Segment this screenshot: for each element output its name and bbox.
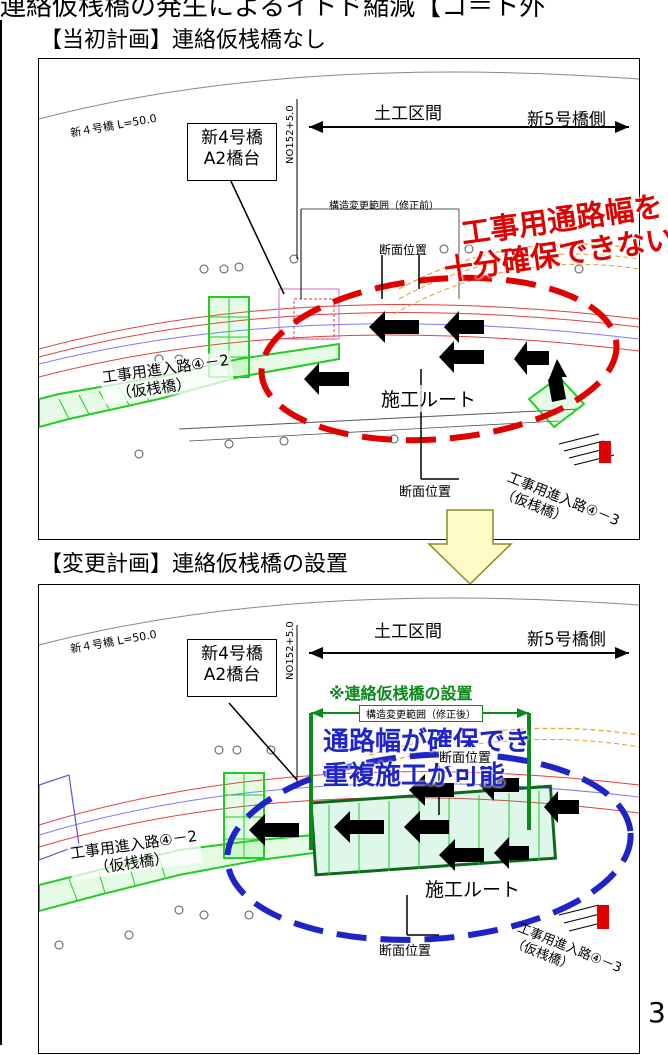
section-position-label: 断面位置 <box>439 747 492 766</box>
route-arrow <box>479 769 519 801</box>
temp-bridge-label: ※連絡仮桟橋の設置 <box>329 684 473 703</box>
transition-arrow <box>427 509 513 586</box>
left-border <box>0 20 2 1045</box>
route-label: 施工ルート <box>423 875 523 902</box>
route-arrow <box>548 359 567 402</box>
panel-bottom-title: 【変更計画】連絡仮桟橋の設置 <box>40 552 349 577</box>
route-arrow <box>304 363 349 395</box>
route-arrow <box>369 311 419 343</box>
benefit-text: 通路幅が確保でき 重複施工が可能 <box>323 725 531 793</box>
route-arrow <box>409 774 454 806</box>
route-arrow <box>514 341 549 375</box>
route-arrow <box>544 791 579 823</box>
benefit-line2: 重複施工が可能 <box>323 761 506 791</box>
section-position-label-2: 断面位置 <box>379 944 432 959</box>
bridge5-side-label: 新5号橋側 <box>527 110 606 130</box>
earthwork-label: 土工区間 <box>374 104 442 124</box>
route-arrow <box>249 814 299 846</box>
benefit-line1: 通路幅が確保でき <box>323 727 532 757</box>
page-number: 3 <box>648 996 666 1029</box>
panel-top-title: 【当初計画】連絡仮桟橋なし <box>40 28 327 53</box>
route-arrow <box>494 837 529 869</box>
panel-top: 新４号橋 L=50.0 NO152+5.0 土工区間 新5号橋側 新4号橋 A2… <box>38 58 668 540</box>
station-label: NO152+5.0 <box>285 621 296 680</box>
abutment-label-line1: 新4号橋 <box>201 128 263 148</box>
section-position-label: 断面位置 <box>379 243 428 257</box>
station-label: NO152+5.0 <box>285 105 296 164</box>
abutment-label: 新4号橋 A2橋台 <box>187 639 277 697</box>
structure-range-label: 構造変更範囲（修正前） <box>329 201 439 212</box>
route-arrow <box>334 811 384 843</box>
drawing-top <box>39 71 639 480</box>
route-label: 施工ルート <box>379 385 479 412</box>
bridge5-side-label: 新5号橋側 <box>527 630 606 650</box>
page-heading: 連絡仮桟橋の発生によるイトド縮減【コ＝ト外 <box>0 0 546 22</box>
panel-bottom: 新４号橋 L=50.0 NO152+5.0 土工区間 新5号橋側 新4号橋 A2… <box>38 584 640 1054</box>
abutment-label-line2: A2橋台 <box>203 149 261 169</box>
route-arrow <box>439 341 484 373</box>
drawing-bottom <box>39 597 639 950</box>
abutment-label: 新4号橋 A2橋台 <box>187 123 277 181</box>
route-arrow <box>439 839 484 871</box>
abutment-label-line1: 新4号橋 <box>201 644 263 664</box>
structure-range-label: 構造変更範囲（修正後） <box>359 705 483 722</box>
earthwork-label: 土工区間 <box>374 622 442 642</box>
route-arrow <box>404 811 449 843</box>
abutment-label-line2: A2橋台 <box>203 665 261 685</box>
section-position-label-2: 断面位置 <box>399 485 452 500</box>
route-arrow <box>444 311 484 343</box>
